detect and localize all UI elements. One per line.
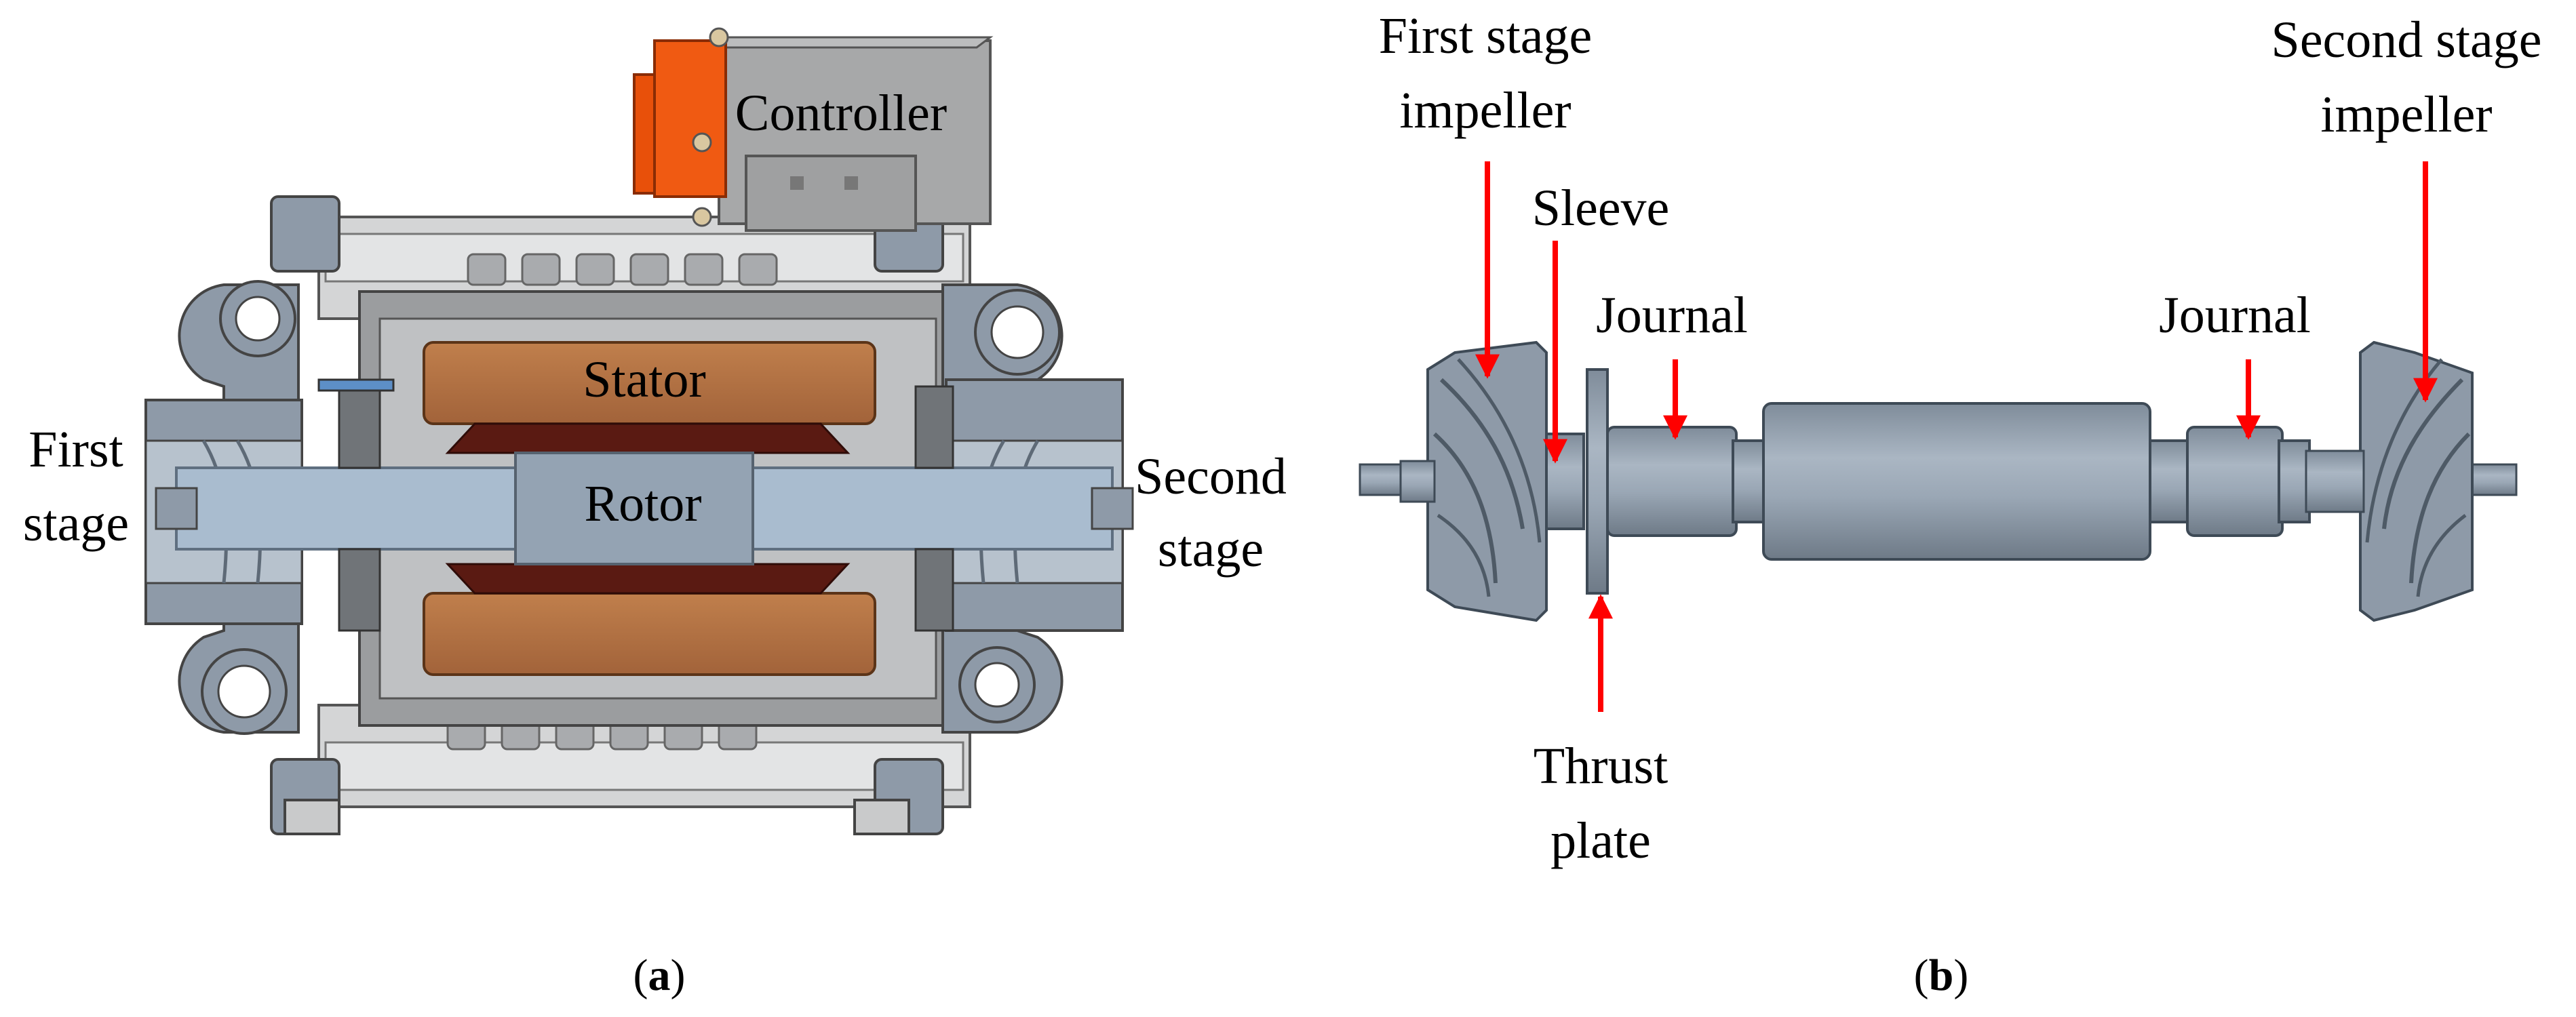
journal-left	[1606, 426, 1738, 537]
annotation-arrows	[1475, 161, 2438, 712]
label-controller: Controller	[735, 85, 947, 142]
label-second-stage-impeller-line2: impeller	[2320, 86, 2492, 143]
label-thrust-plate-line2: plate	[1550, 812, 1651, 869]
label-first-stage-impeller-line2: impeller	[1399, 82, 1571, 139]
caption-a-letter: a	[648, 951, 671, 1000]
label-sleeve: Sleeve	[1532, 180, 1670, 237]
label-second-stage-impeller-line1: Second stage	[2271, 12, 2542, 68]
caption-a: (a)	[633, 951, 686, 1000]
shaft-left-tip	[1359, 463, 1402, 496]
label-journal-right: Journal	[2159, 287, 2311, 344]
label-second-stage-line2: stage	[1158, 521, 1264, 578]
mounting-flanges	[270, 195, 944, 835]
label-first-stage-line2: stage	[23, 495, 129, 552]
caption-b-close: )	[1953, 951, 1968, 1000]
label-thrust-plate-line1: Thrust	[1534, 738, 1668, 795]
rotor	[155, 452, 1134, 565]
label-first-stage-line1: First	[28, 421, 123, 478]
label-rotor: Rotor	[584, 475, 701, 532]
caption-b-letter: b	[1929, 951, 1954, 1000]
label-stator: Stator	[583, 351, 706, 408]
caption-b: (b)	[1914, 951, 1969, 1000]
panel-a-cross-section: Controller Stator Rotor First stage Seco…	[23, 27, 1287, 1000]
sleeve	[1545, 433, 1585, 530]
label-second-stage-line1: Second	[1135, 448, 1287, 505]
bearing-details	[317, 378, 954, 632]
caption-a-open: (	[633, 951, 648, 1000]
first-stage-impeller	[1399, 340, 1548, 622]
shaft-right-tip	[2467, 463, 2518, 496]
caption-a-close: )	[671, 951, 686, 1000]
controller	[633, 27, 994, 232]
label-first-stage-impeller-line1: First stage	[1379, 7, 1593, 64]
thrust-plate	[1586, 368, 1609, 595]
rotor-body	[1762, 402, 2151, 561]
panel-b-rotor-assembly: First stage impeller Sleeve Journal Jour…	[1359, 7, 2542, 1000]
second-stage-impeller	[2305, 340, 2474, 622]
label-journal-left: Journal	[1596, 287, 1748, 344]
caption-b-open: (	[1914, 951, 1929, 1000]
journal-right	[2186, 426, 2284, 537]
